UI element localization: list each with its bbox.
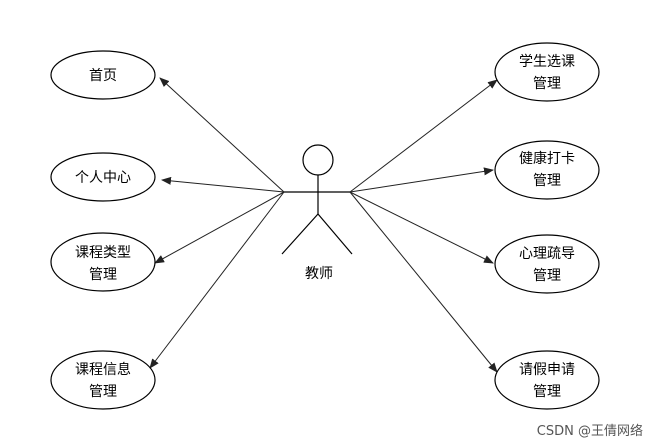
use-case-course-type[interactable]: 课程类型 管理 [50, 232, 156, 292]
actor-teacher[interactable]: 教师 [281, 144, 353, 282]
use-case-counseling[interactable]: 心理疏导 管理 [494, 234, 600, 294]
use-case-course-selection-line1: 学生选课 [519, 54, 575, 70]
edge-course-info [149, 191, 285, 369]
edge-course-selection [349, 79, 498, 193]
edge-home [159, 77, 285, 193]
edge-course-type [154, 191, 285, 264]
actor-label: 教师 [305, 266, 333, 282]
associations [149, 77, 498, 373]
use-case-health-checkin-line1: 健康打卡 [519, 150, 575, 167]
use-case-course-type-line1: 课程类型 [75, 245, 131, 261]
use-case-course-selection-line2: 管理 [533, 76, 561, 92]
use-case-leave-request-line2: 管理 [533, 384, 561, 400]
use-case-counseling-line2: 管理 [533, 268, 561, 284]
use-case-health-checkin-line2: 管理 [533, 173, 561, 189]
use-case-counseling-line1: 心理疏导 [519, 246, 575, 262]
use-case-health-checkin[interactable]: 健康打卡 管理 [494, 140, 600, 200]
use-case-home-label: 首页 [89, 68, 117, 84]
use-case-course-info-line1: 课程信息 [75, 361, 131, 378]
actor-left-leg [281, 213, 319, 255]
use-case-personal-center-label: 个人中心 [75, 170, 131, 186]
use-case-leave-request[interactable]: 请假申请 管理 [494, 350, 600, 410]
use-case-personal-center[interactable]: 个人中心 [50, 152, 156, 202]
edge-counseling [349, 191, 494, 264]
watermark: CSDN @王倩网络 [537, 423, 643, 439]
use-case-leave-request-line1: 请假申请 [519, 362, 575, 378]
use-case-course-info-line2: 管理 [89, 384, 117, 400]
use-case-course-info[interactable]: 课程信息 管理 [50, 350, 156, 410]
actor-head [302, 144, 334, 176]
use-case-course-type-line2: 管理 [89, 267, 117, 283]
use-case-home[interactable]: 首页 [50, 50, 156, 100]
edge-health-checkin [349, 167, 494, 193]
use-case-course-selection[interactable]: 学生选课 管理 [494, 42, 600, 102]
edge-leave-request [349, 191, 498, 373]
actor-right-leg [317, 213, 353, 255]
edge-personal-center [161, 176, 285, 193]
